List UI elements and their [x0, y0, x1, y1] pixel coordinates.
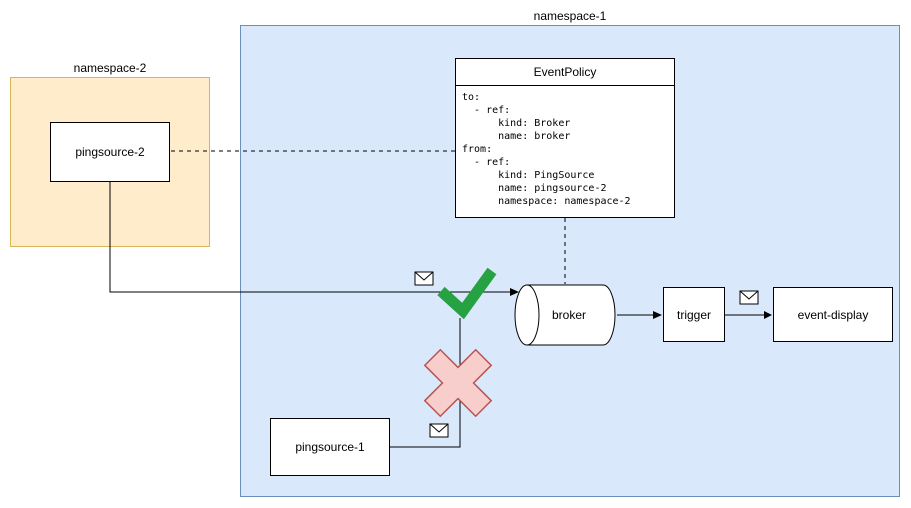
event-policy-yaml: to: - ref: kind: Broker name: broker fro…: [462, 92, 631, 207]
pingsource2-to-broker-connector: [109, 182, 510, 293]
pingsource-1-label: pingsource-1: [295, 440, 365, 454]
broker-to-trigger-arrowhead: [653, 311, 662, 319]
event-display-node: event-display: [773, 287, 893, 342]
broker-cylinder: [514, 284, 616, 346]
pingsource-1-node: pingsource-1: [270, 418, 390, 476]
broker-cylinder-inner-edge: [526, 284, 540, 346]
namespace-2-label: namespace-2: [73, 61, 147, 75]
broker-label: broker: [551, 308, 586, 322]
pingsource-2-node: pingsource-2: [50, 122, 170, 182]
event-policy-node: EventPolicy to: - ref: kind: Broker name…: [455, 58, 675, 218]
trigger-label: trigger: [676, 307, 711, 322]
pingsource1-to-broker-connector: [390, 318, 461, 448]
allowed-check-icon: [437, 267, 497, 320]
event-display-label: event-display: [797, 307, 869, 322]
blocked-x-icon: [423, 348, 493, 418]
pingsource-2-label: pingsource-2: [75, 145, 145, 159]
event-envelope-icon: [429, 423, 449, 438]
trigger-node: trigger: [663, 287, 725, 342]
event-envelope-icon: [739, 290, 759, 305]
namespace-1-label: namespace-1: [533, 9, 607, 23]
pingsource2-to-broker-arrowhead: [510, 288, 519, 296]
event-envelope-icon: [414, 271, 434, 286]
trigger-to-eventdisplay-arrowhead: [764, 311, 772, 319]
event-policy-title: EventPolicy: [456, 59, 674, 86]
